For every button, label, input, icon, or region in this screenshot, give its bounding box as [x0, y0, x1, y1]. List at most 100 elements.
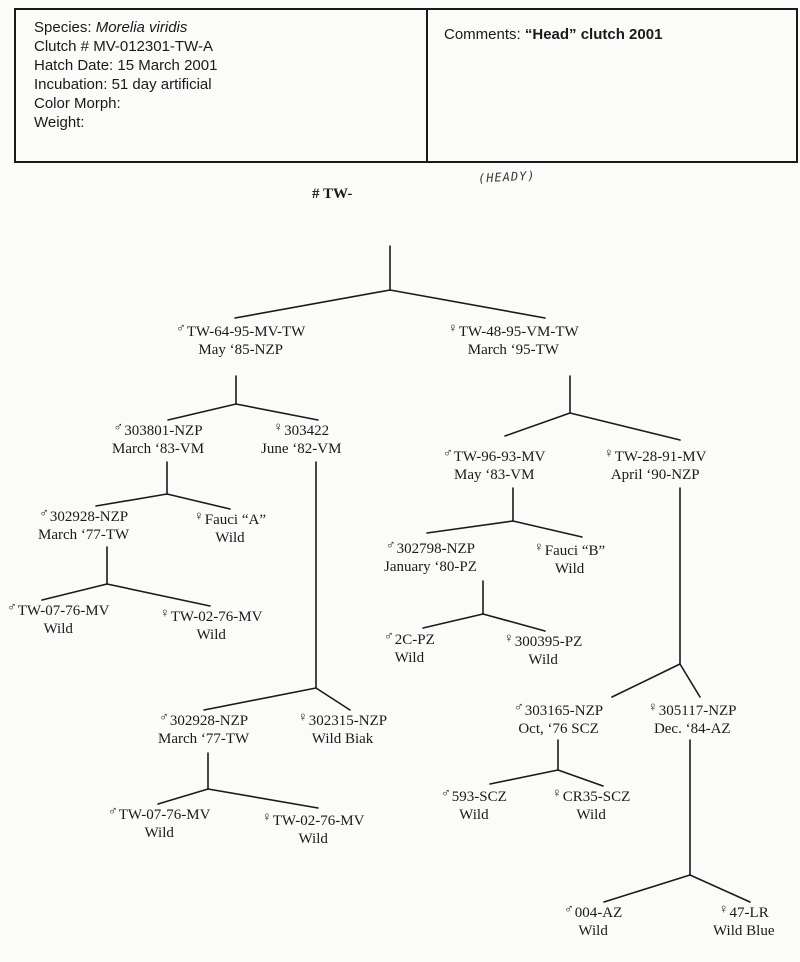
weight-line: Weight:: [34, 113, 217, 132]
comments-value: “Head” clutch 2001: [524, 26, 663, 43]
pedigree-node: ♂TW-96-93-MV May ‘83-VM: [443, 445, 546, 484]
node-detail: May ‘83-VM: [454, 467, 535, 483]
node-id-line: ♂302798-NZP: [384, 537, 477, 558]
branch-line: [426, 520, 514, 534]
node-id-line: ♂004-AZ: [564, 901, 623, 922]
node-id-line: ♂593-SCZ: [441, 785, 507, 806]
node-id-line: ♀TW-28-91-MV: [604, 445, 707, 466]
node-id-line: ♀CR35-SCZ: [552, 785, 631, 806]
node-id-line: ♀305117-NZP: [648, 699, 737, 720]
node-id: TW-07-76-MV: [17, 603, 110, 619]
node-id: 47-LR: [729, 905, 769, 921]
node-id-line: ♀TW-02-76-MV: [262, 809, 365, 830]
node-detail: Oct, ‘76 SCZ: [518, 721, 599, 737]
node-detail: March ‘77-TW: [38, 527, 130, 543]
node-id: TW-28-91-MV: [614, 449, 707, 465]
branch-line: [557, 769, 604, 787]
male-symbol-icon: ♂: [176, 320, 186, 335]
clutch-info: Species: Morelia viridis Clutch # MV-012…: [34, 18, 217, 132]
node-detail: Wild: [576, 807, 606, 823]
node-detail: January ‘80-PZ: [384, 559, 477, 575]
node-detail: Wild: [144, 825, 174, 841]
branch-line: [512, 520, 583, 538]
hatch-date-line: Hatch Date: 15 March 2001: [34, 56, 217, 75]
node-detail: March ‘77-TW: [158, 731, 250, 747]
node-detail: June ‘82-VM: [261, 441, 342, 457]
species-label: Species:: [34, 19, 96, 36]
node-id: 302315-NZP: [308, 713, 388, 729]
node-id-line: ♂302928-NZP: [38, 505, 129, 526]
node-id-line: ♂TW-64-95-MV-TW: [176, 320, 305, 341]
branch-line: [422, 613, 484, 629]
node-id: 004-AZ: [574, 905, 623, 921]
branch-line: [203, 687, 317, 711]
header-divider: [426, 10, 428, 161]
node-id-line: ♂303801-NZP: [112, 419, 204, 440]
node-id: 302798-NZP: [396, 541, 475, 557]
species-line: Species: Morelia viridis: [34, 18, 217, 37]
branch-line: [167, 403, 237, 421]
pedigree-node: ♀300395-PZ Wild: [504, 630, 583, 669]
branch-line: [679, 663, 701, 698]
node-detail: Wild: [215, 530, 245, 546]
hatch-date-label: Hatch Date:: [34, 57, 118, 74]
male-symbol-icon: ♂: [159, 709, 169, 724]
incubation-label: Incubation:: [34, 76, 112, 93]
node-id: CR35-SCZ: [562, 789, 631, 805]
pedigree-node: ♀Fauci “B”Wild: [534, 539, 605, 578]
hatch-date-value: 15 March 2001: [117, 57, 218, 74]
comments-label: Comments:: [444, 26, 525, 43]
node-detail: Wild: [554, 561, 585, 577]
weight-label: Weight:: [34, 114, 85, 131]
female-symbol-icon: ♀: [194, 508, 204, 523]
node-id: 305117-NZP: [658, 703, 737, 719]
comments: Comments: “Head” clutch 2001: [444, 26, 662, 43]
female-symbol-icon: ♀: [448, 320, 458, 335]
node-detail: Wild Biak: [311, 731, 374, 747]
node-id: 303801-NZP: [124, 423, 203, 439]
node-id: TW-02-76-MV: [170, 609, 263, 625]
female-symbol-icon: ♀: [504, 630, 514, 645]
node-detail: Wild: [578, 923, 608, 939]
male-symbol-icon: ♂: [443, 445, 453, 460]
node-id: 300395-PZ: [514, 634, 583, 650]
node-detail: March ‘83-VM: [112, 441, 205, 457]
branch-line: [106, 583, 211, 607]
record-header: Species: Morelia viridis Clutch # MV-012…: [14, 8, 798, 163]
node-detail: Wild: [43, 621, 73, 637]
node-id-line: ♂TW-07-76-MV: [7, 599, 110, 620]
node-detail: Wild: [528, 652, 558, 668]
node-id: TW-96-93-MV: [453, 449, 546, 465]
branch-line: [207, 788, 319, 809]
color-morph-line: Color Morph:: [34, 94, 217, 113]
node-detail: Wild: [196, 627, 226, 643]
node-id-line: ♂TW-07-76-MV: [108, 803, 210, 824]
branch-line: [489, 769, 559, 785]
node-id-line: ♀47-LR: [713, 901, 774, 922]
node-id: 303422: [284, 423, 330, 439]
male-symbol-icon: ♂: [564, 901, 574, 916]
node-id-line: ♀303422: [261, 419, 341, 440]
branch-line: [41, 583, 108, 601]
node-detail: March ‘95-TW: [467, 342, 559, 358]
clutch-label: Clutch #: [34, 38, 94, 55]
female-symbol-icon: ♀: [718, 901, 729, 916]
node-id: TW-02-76-MV: [272, 813, 365, 829]
node-detail: Wild: [459, 807, 489, 823]
node-id: 302928-NZP: [169, 713, 249, 729]
branch-line: [482, 613, 546, 632]
pedigree-node: ♀Fauci “A”Wild: [194, 508, 266, 547]
